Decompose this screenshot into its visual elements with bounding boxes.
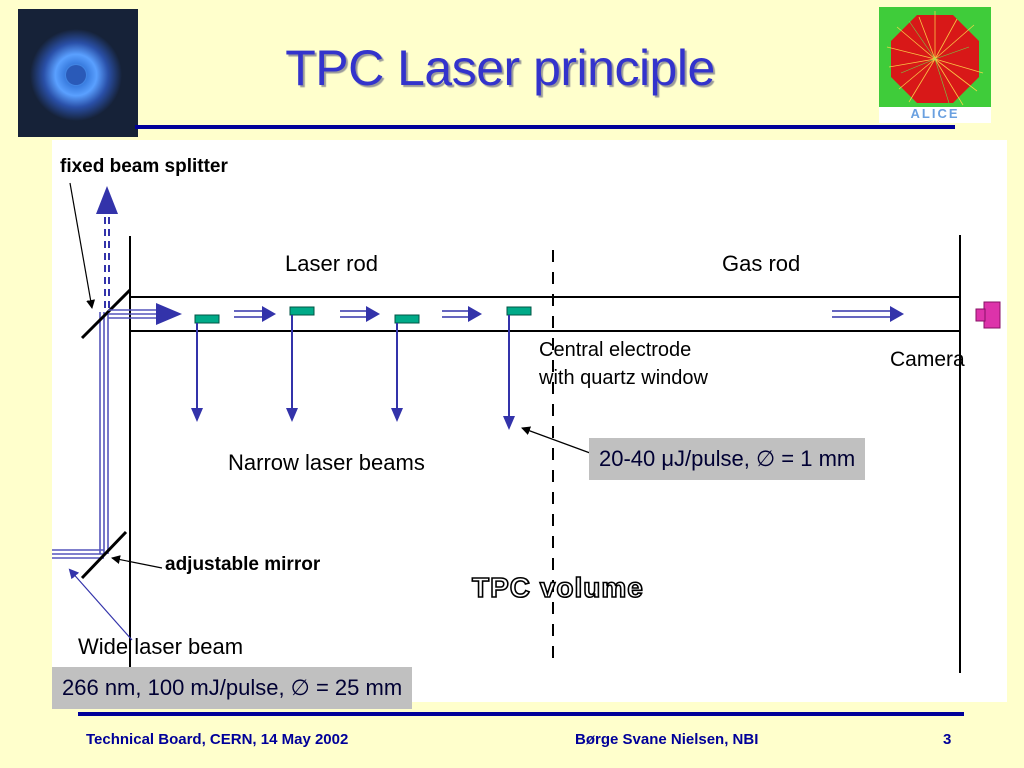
laser-rod bbox=[130, 296, 960, 332]
beam-arrowhead bbox=[156, 303, 182, 325]
label-wide-laser-beam: Wide laser beam bbox=[78, 634, 244, 659]
rod-beam-arrows bbox=[234, 310, 892, 318]
label-central-electrode: Central electrode bbox=[539, 339, 692, 361]
laser-system-diagram: fixed beam splitter Laser rod Gas rod Ce… bbox=[52, 140, 1007, 702]
splitter-upward-beam bbox=[96, 186, 118, 308]
label-quartz-window: with quartz window bbox=[539, 367, 708, 389]
adjustable-mirror bbox=[80, 530, 128, 580]
laser-spot-photo bbox=[18, 9, 138, 137]
camera-icon bbox=[975, 301, 1001, 329]
page-title: TPC Laser principle bbox=[285, 40, 715, 96]
label-camera: Camera bbox=[890, 348, 965, 371]
footer-event: Technical Board, CERN, 14 May 2002 bbox=[86, 731, 349, 748]
label-tpc-volume: TPC volume bbox=[471, 571, 644, 604]
label-fixed-beam-splitter: fixed beam splitter bbox=[60, 156, 228, 177]
alice-logo-text: ALICE bbox=[910, 106, 960, 121]
tpc-volume-outline bbox=[129, 235, 961, 673]
narrow-beam-pointer bbox=[521, 426, 591, 454]
label-laser-rod: Laser rod bbox=[285, 251, 378, 276]
wide-beam-pointer bbox=[68, 568, 133, 641]
mirror-pointer bbox=[111, 555, 163, 569]
beam-into-rod bbox=[108, 309, 162, 319]
label-gas-rod: Gas rod bbox=[722, 251, 801, 276]
wide-beam-spec-callout: 266 nm, 100 mJ/pulse, ∅ = 25 mm bbox=[52, 667, 413, 709]
footer-divider bbox=[78, 712, 964, 716]
alice-logo: ALICE bbox=[879, 7, 991, 123]
title-divider bbox=[135, 125, 955, 129]
narrow-laser-beams bbox=[196, 315, 510, 420]
footer-page-number: 3 bbox=[943, 731, 952, 748]
beam-splitter-tabs bbox=[194, 306, 532, 324]
fixed-beam-splitter bbox=[80, 288, 132, 340]
wide-beam-path bbox=[52, 312, 109, 559]
footer-author: Børge Svane Nielsen, NBI bbox=[575, 731, 759, 748]
narrow-beam-spec-callout: 20-40 μJ/pulse, ∅ = 1 mm bbox=[589, 438, 866, 480]
label-narrow-laser-beams: Narrow laser beams bbox=[228, 450, 425, 475]
splitter-pointer bbox=[69, 182, 96, 309]
label-adjustable-mirror: adjustable mirror bbox=[165, 554, 321, 575]
